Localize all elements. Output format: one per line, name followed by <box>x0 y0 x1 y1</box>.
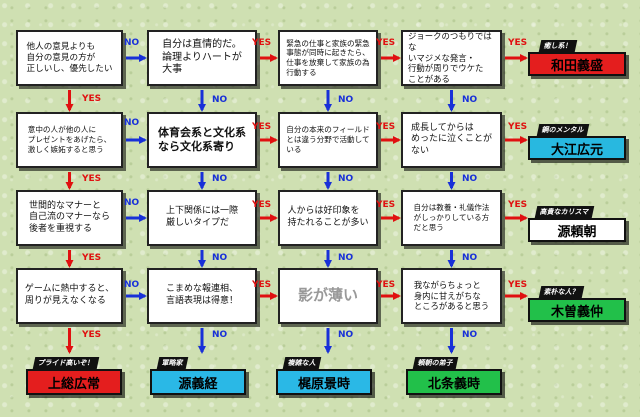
label-no-q23-down: NO <box>338 174 354 184</box>
result-tag-hojo: 頼朝の弟子 <box>412 357 459 369</box>
result-minamoto-yoritomo: 源頼朝 <box>528 218 626 242</box>
question-self-opinion: 他人の意見よりも 自分の意見の方が 正しいし、優先したい <box>16 30 123 86</box>
label-no-q41: NO <box>124 280 140 290</box>
label-no-q12-down: NO <box>212 95 228 105</box>
label-no-q42-down: NO <box>212 330 228 340</box>
result-tag-yoshitsune: 軍略家 <box>156 357 189 369</box>
result-minamoto-yoshitsune: 源義経 <box>150 369 246 395</box>
question-lenient-family: 我ながらちょっと 身内に甘えがちな ところがあると思う <box>401 268 502 324</box>
label-no-q44-down: NO <box>462 330 478 340</box>
label-yes-q14: YES <box>508 38 528 48</box>
label-yes-q23: YES <box>376 122 396 132</box>
result-hojo-yoshitoki: 北条義時 <box>406 369 502 395</box>
label-yes-q21-down: YES <box>82 174 102 184</box>
label-no-q21: NO <box>124 118 140 128</box>
result-kajiwara-kagetoki: 梶原景時 <box>276 369 372 395</box>
result-wada-yoshimori: 和田義盛 <box>528 52 626 76</box>
question-etiquette: 自分は教養・礼儀作法 がしっかりしている方 だと思う <box>401 190 502 246</box>
label-yes-q32: YES <box>252 200 272 210</box>
question-good-impression: 人からは好印象を 持たれることが多い <box>278 190 378 246</box>
label-no-q34-down: NO <box>462 253 478 263</box>
label-yes-q41-down: YES <box>82 330 102 340</box>
question-other-field: 自分の本来のフィールド とは違う分野で活動して いる <box>278 112 378 168</box>
question-game-focus: ゲームに熱中すると、 周りが見えなくなる <box>16 268 123 324</box>
result-kazusa-hirotsune: 上総広常 <box>26 369 122 395</box>
label-yes-q24: YES <box>508 122 528 132</box>
question-joke: ジョークのつもりではな いマジメな発言・ 行動が周りでウケた ことがある <box>401 30 502 86</box>
result-kiso-yoshinaka: 木曽義仲 <box>528 298 626 322</box>
result-tag-yoritomo: 高貴なカリスマ <box>534 206 595 218</box>
label-yes-q33: YES <box>376 200 396 210</box>
question-rarely-cry: 成長してからは めったに泣くことが ない <box>401 112 502 168</box>
result-tag-kajiwara: 複雑な人 <box>282 357 322 369</box>
label-no-q24-down: NO <box>462 174 478 184</box>
result-tag-oe: 鋼のメンタル <box>536 124 590 136</box>
label-yes-q44: YES <box>508 280 528 290</box>
result-tag-kazusa: プライド高いぞ！ <box>32 357 100 369</box>
label-yes-q42: YES <box>252 280 272 290</box>
label-yes-q22: YES <box>252 122 272 132</box>
question-hierarchy: 上下関係には一際 厳しいタイプだ <box>147 190 257 246</box>
question-emotional: 自分は直情的だ。 論理よりハートが 大事 <box>147 30 257 86</box>
label-no-q14-down: NO <box>462 95 478 105</box>
label-no-q13-down: NO <box>338 95 354 105</box>
label-yes-q13: YES <box>376 38 396 48</box>
label-no-q32-down: NO <box>212 253 228 263</box>
label-yes-q34: YES <box>508 200 528 210</box>
question-family-emergency: 緊急の仕事と家族の緊急 事態が同時に起きたら、 仕事を放棄して家族の為 行動する <box>278 30 378 86</box>
label-no-q33-down: NO <box>338 253 354 263</box>
result-oe-hiromoto: 大江広元 <box>528 136 626 160</box>
question-low-presence: 影が薄い <box>278 268 378 324</box>
label-yes-q43: YES <box>376 280 396 290</box>
label-yes-q11-down: YES <box>82 94 102 104</box>
label-no-q43-down: NO <box>338 330 354 340</box>
question-jealousy: 意中の人が他の人に プレゼントをあげたら、 激しく嫉妬すると思う <box>16 112 123 168</box>
question-culture-type: 体育会系と文化系 なら文化系寄り <box>147 112 257 168</box>
label-no-q11: NO <box>124 38 140 48</box>
label-yes-q12: YES <box>252 38 272 48</box>
question-communication: こまめな報連相、 言語表現は得意！ <box>147 268 257 324</box>
label-yes-q31-down: YES <box>82 253 102 263</box>
label-no-q31: NO <box>124 198 140 208</box>
question-own-manners: 世間的なマナーと 自己流のマナーなら 後者を重視する <box>16 190 123 246</box>
result-tag-kiso: 素朴な人？ <box>538 286 585 298</box>
result-tag-wada: 癒し系！ <box>538 40 578 52</box>
label-no-q22-down: NO <box>212 174 228 184</box>
